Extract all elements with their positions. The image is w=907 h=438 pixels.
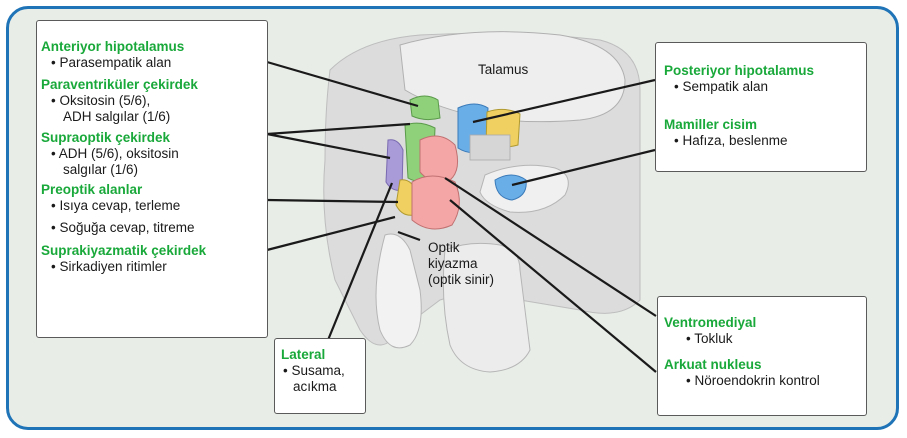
thalamus-label: Talamus [478, 62, 528, 78]
right-top-info-box: Posteriyor hipotalamus • Sempatik alan M… [655, 42, 867, 172]
anterior-title: Anteriyor hipotalamus [41, 39, 267, 55]
preoptic-item-2: • Soğuğa cevap, titreme [41, 220, 267, 236]
right-bottom-info-box: Ventromediyal • Tokluk Arkuat nukleus • … [657, 296, 867, 416]
ventromedial-block: Ventromediyal • Tokluk [664, 315, 866, 347]
arcuate-block: Arkuat nukleus • Nöroendokrin kontrol [664, 357, 866, 389]
anterior-block: Anteriyor hipotalamus • Parasempatik ala… [41, 39, 267, 71]
optic-chiasm-label: Optik kiyazma (optik sinir) [428, 240, 494, 288]
anterior-nucleus [410, 96, 440, 120]
suprachiasmatic-block: Suprakiyazmatik çekirdek • Sirkadiyen ri… [41, 243, 267, 275]
ventromedial-item: • Tokluk [664, 331, 866, 347]
suprachiasmatic-item: • Sirkadiyen ritimler [41, 259, 267, 275]
mammillary-title: Mamiller cisim [664, 117, 866, 133]
supraoptic-title: Supraoptik çekirdek [41, 130, 267, 146]
lateral-info-box: Lateral • Susama, acıkma [274, 338, 366, 414]
posterior-block: Posteriyor hipotalamus • Sempatik alan [664, 63, 866, 95]
paraventricular-title: Paraventriküler çekirdek [41, 77, 267, 93]
supraoptic-item-1: • ADH (5/6), oksitosin [41, 146, 267, 162]
optic-label-line3: (optik sinir) [428, 272, 494, 288]
lateral-item-1: • Susama, [281, 363, 365, 379]
mammillary-block: Mamiller cisim • Hafıza, beslenme [664, 117, 866, 149]
optic-label-line1: Optik [428, 240, 494, 256]
paraventricular-item-1: • Oksitosin (5/6), [41, 93, 267, 109]
paraventricular-block: Paraventriküler çekirdek • Oksitosin (5/… [41, 77, 267, 125]
suprachiasmatic-title: Suprakiyazmatik çekirdek [41, 243, 267, 259]
preoptic-title: Preoptik alanlar [41, 182, 267, 198]
lateral-hatching [470, 135, 510, 160]
left-info-box: Anteriyor hipotalamus • Parasempatik ala… [36, 20, 268, 338]
preoptic-item-1: • Isıya cevap, terleme [41, 198, 267, 214]
ventromedial-nucleus [420, 136, 458, 182]
lateral-title: Lateral [281, 347, 365, 363]
supraoptic-item-2: salgılar (1/6) [41, 162, 267, 178]
optic-label-line2: kiyazma [428, 256, 494, 272]
ventromedial-title: Ventromediyal [664, 315, 866, 331]
arcuate-item: • Nöroendokrin kontrol [664, 373, 866, 389]
posterior-item: • Sempatik alan [664, 79, 866, 95]
paraventricular-item-2: ADH salgılar (1/6) [41, 109, 267, 125]
preoptic-block: Preoptik alanlar • Isıya cevap, terleme … [41, 182, 267, 236]
lateral-item-2: acıkma [281, 379, 365, 395]
supraoptic-block: Supraoptik çekirdek • ADH (5/6), oksitos… [41, 130, 267, 178]
mammillary-item: • Hafıza, beslenme [664, 133, 866, 149]
posterior-title: Posteriyor hipotalamus [664, 63, 866, 79]
anterior-item: • Parasempatik alan [41, 55, 267, 71]
arcuate-title: Arkuat nukleus [664, 357, 866, 373]
